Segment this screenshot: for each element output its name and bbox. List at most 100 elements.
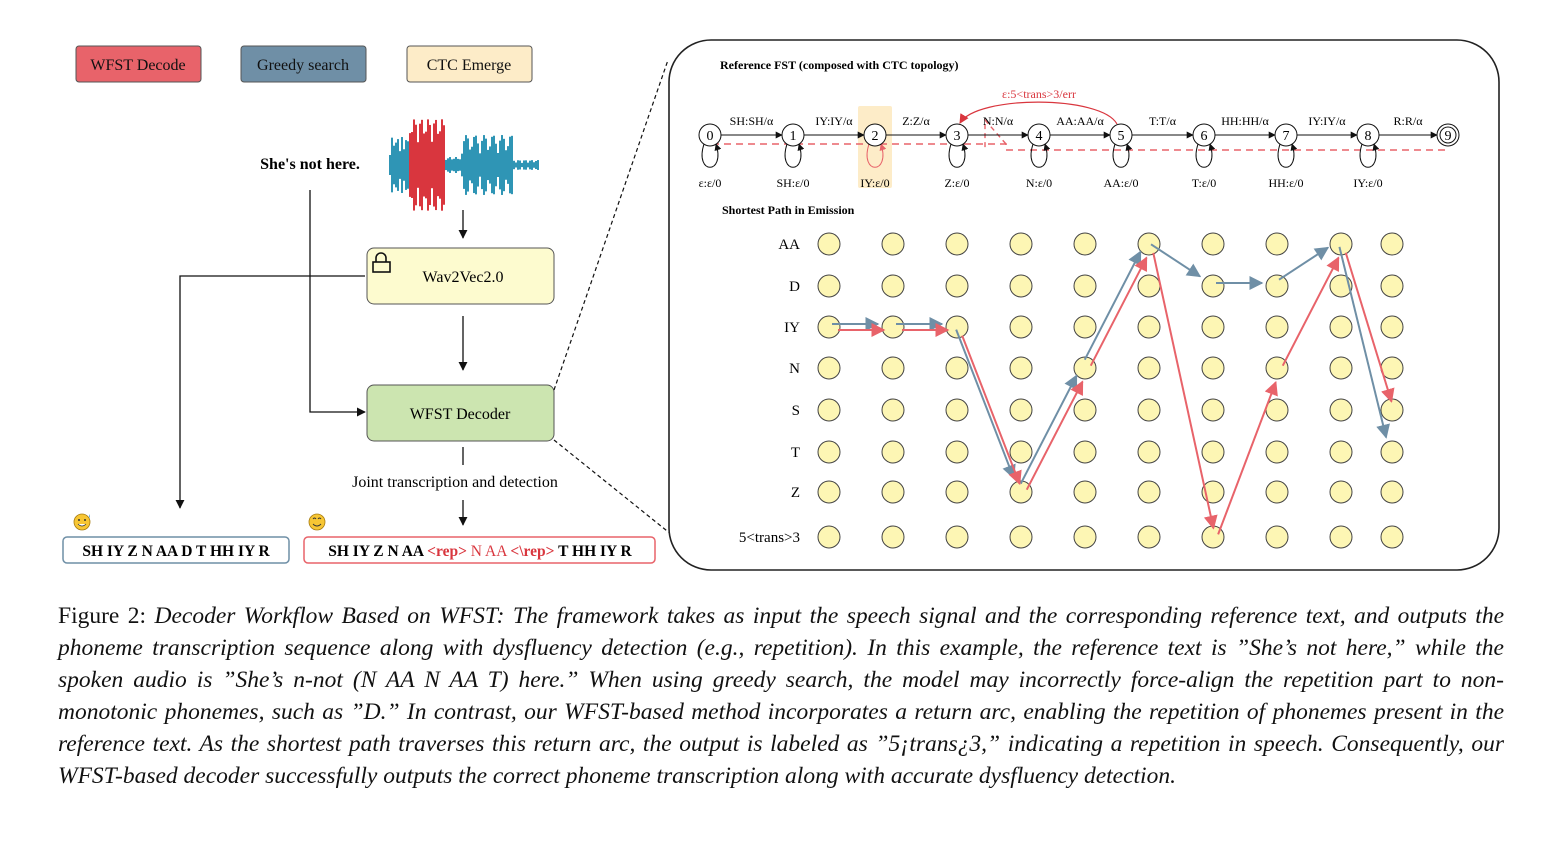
emission-node — [1137, 274, 1161, 298]
emission-node — [1009, 525, 1033, 549]
fst-state — [1109, 123, 1133, 147]
greedy-path-segment — [955, 329, 1016, 480]
ctc-emerge-highlight — [858, 106, 892, 188]
wfst-path-segment — [1344, 252, 1395, 403]
joint-label: Joint transcription and detection — [352, 474, 558, 491]
smile-emoji-icon — [308, 513, 326, 531]
zoom-line-bottom — [553, 439, 683, 544]
emission-node — [1201, 398, 1225, 422]
emission-node — [945, 274, 969, 298]
fst-state-label: 3 — [954, 129, 961, 144]
wfst-output-box: SH IY Z N AA <rep> N AA <\rep> T HH IY R — [303, 536, 656, 564]
fst-state-label: 8 — [1365, 129, 1372, 144]
emission-node — [1329, 440, 1353, 464]
emission-node — [1265, 480, 1289, 504]
wfst-output-text: SH IY Z N AA <rep> N AA <\rep> T HH IY R — [328, 543, 632, 560]
emission-node — [1009, 274, 1033, 298]
fst-self-loop-label: N:ε/0 — [1026, 176, 1052, 190]
wfst-path-segment — [961, 335, 1022, 486]
wfst-fst-path — [712, 143, 1448, 151]
emission-row-label: T — [791, 445, 800, 461]
emission-node — [1265, 274, 1289, 298]
wav2vec-box: Wav2Vec2.0 — [366, 247, 555, 305]
fst-self-loop-label: HH:ε/0 — [1268, 176, 1303, 190]
emission-node — [1380, 315, 1404, 339]
wfst-path-segment — [1281, 256, 1340, 367]
emission-node — [1009, 315, 1033, 339]
emission-node — [1380, 480, 1404, 504]
emission-node — [881, 274, 905, 298]
greedy-path-segment — [1338, 246, 1390, 439]
emission-row-label: N — [789, 361, 800, 377]
arrow-text-to-decoder — [309, 190, 366, 417]
emission-node — [1073, 525, 1097, 549]
fst-self-loop-label: Z:ε/0 — [944, 176, 969, 190]
emission-node — [945, 398, 969, 422]
fst-self-loop — [701, 143, 722, 168]
emission-node — [881, 480, 905, 504]
fst-self-loop — [948, 143, 969, 168]
emission-row-label: Z — [791, 485, 800, 501]
emission-node — [881, 356, 905, 380]
fst-state-label: 2 — [872, 129, 879, 144]
fst-arc-label: HH:HH/α — [1221, 114, 1269, 128]
wfst-output-rep-body: N AA — [467, 543, 511, 560]
emission-node — [1265, 232, 1289, 256]
emission-node — [1329, 356, 1353, 380]
emission-node — [1137, 398, 1161, 422]
emission-node — [1380, 274, 1404, 298]
legend-greedy-search-label: Greedy search — [257, 57, 349, 74]
emission-node — [1380, 440, 1404, 464]
fst-self-loop — [866, 143, 887, 168]
emission-node — [1137, 356, 1161, 380]
wfst-fst-return-path — [984, 118, 1007, 150]
emission-node — [945, 480, 969, 504]
emission-node — [1329, 480, 1353, 504]
emission-node — [881, 398, 905, 422]
emission-node — [1073, 232, 1097, 256]
fst-state-label: 7 — [1283, 129, 1290, 144]
wfst-path-segment — [1152, 252, 1218, 530]
greedy-path-segment — [1083, 250, 1142, 361]
fst-arc-label: AA:AA/α — [1056, 114, 1104, 128]
fst-state — [698, 123, 722, 147]
emission-node — [1265, 440, 1289, 464]
wfst-decoder-label: WFST Decoder — [410, 406, 511, 423]
fst-arc-label: R:R/α — [1394, 114, 1424, 128]
wfst-path-segment — [1089, 256, 1148, 367]
wfst-output-rep-close: <\rep> — [510, 543, 554, 560]
zoom-line-top — [553, 59, 669, 391]
emission-row-label: S — [792, 403, 800, 419]
fst-state-label: 9 — [1445, 129, 1452, 144]
emission-node — [1329, 525, 1353, 549]
fst-title: Reference FST (composed with CTC topolog… — [720, 58, 959, 72]
fst-state — [1027, 123, 1051, 147]
figure-caption: Figure 2: Decoder Workflow Based on WFST… — [58, 600, 1504, 792]
fst-self-loop-label: ε:ε/0 — [699, 176, 722, 190]
emission-node — [1265, 356, 1289, 380]
emission-node — [1201, 232, 1225, 256]
emission-row-label: D — [789, 279, 800, 295]
caption-label: Figure 2: — [58, 603, 147, 629]
emission-node — [1265, 525, 1289, 549]
emission-node — [1380, 525, 1404, 549]
fst-state-label: 5 — [1118, 129, 1125, 144]
waveform-image — [389, 119, 539, 211]
emission-node — [1073, 480, 1097, 504]
fst-final-state-ring — [1439, 126, 1457, 144]
fst-state-label: 6 — [1201, 129, 1208, 144]
legend: WFST Decode Greedy search CTC Emerge — [75, 45, 533, 83]
emission-node — [1380, 398, 1404, 422]
fst-self-loop-label: IY:ε/0 — [1353, 176, 1382, 190]
emission-node — [945, 232, 969, 256]
emission-node — [817, 232, 841, 256]
greedy-output-box: SH IY Z N AA D T HH IY R — [62, 536, 290, 564]
fst-state — [863, 123, 887, 147]
fst-self-loop — [1359, 143, 1380, 168]
fst-arc-label: IY:IY/α — [1308, 114, 1346, 128]
input-text: She's not here. — [260, 156, 360, 173]
emission-node — [1137, 232, 1161, 256]
emission-node — [1073, 440, 1097, 464]
fst-self-loop — [1277, 143, 1298, 168]
